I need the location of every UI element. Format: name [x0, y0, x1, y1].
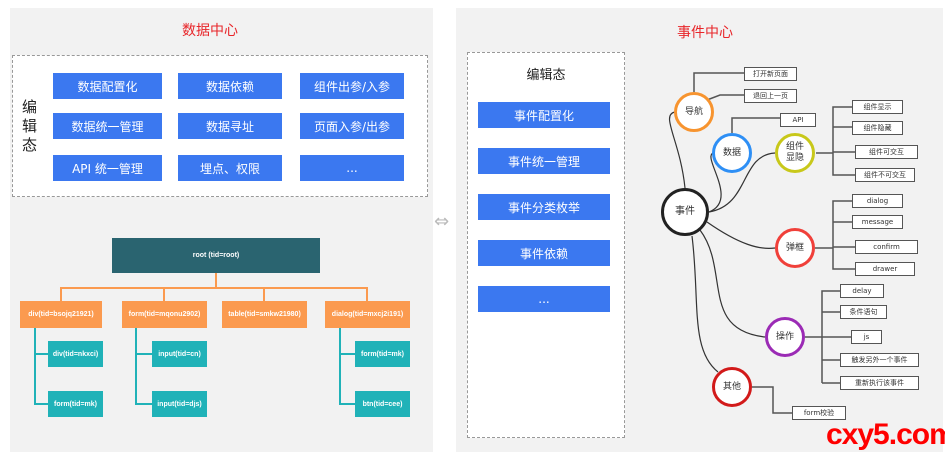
mindmap-leaf: js: [851, 330, 882, 344]
data-edit-label: 编辑态: [22, 98, 38, 154]
watermark: cxy5.com: [826, 418, 945, 451]
mindmap-leaf: 打开新页面: [744, 67, 797, 81]
tree-node: input(tid=djs): [152, 391, 207, 417]
component-tree-lines: [34, 273, 368, 405]
mindmap-leaf: drawer: [855, 262, 915, 276]
mindmap-leaf: form校验: [792, 406, 846, 420]
mindmap-leaf: 条件语句: [840, 305, 887, 319]
mindmap-leaf: 退回上一页: [744, 89, 797, 103]
data-feature-button[interactable]: 数据配置化: [53, 73, 162, 99]
mindmap-leaf: 组件显示: [852, 100, 903, 114]
data-feature-button[interactable]: 页面入参/出参: [300, 113, 404, 139]
mindmap-node: 导航: [674, 92, 714, 132]
tree-node: form(tid=mqonu2902): [122, 301, 207, 328]
event-feature-button[interactable]: 事件依赖: [478, 240, 610, 266]
event-edit-label: 编辑态: [526, 68, 566, 83]
data-feature-button[interactable]: ...: [300, 155, 404, 181]
tree-node: table(tid=smkw21980): [222, 301, 307, 328]
tree-node: btn(tid=cee): [355, 391, 410, 417]
mindmap-leaf: message: [852, 215, 903, 229]
mindmap-node: 其他: [712, 367, 752, 407]
tree-node: div(tid=bsojq21921): [20, 301, 102, 328]
data-feature-button[interactable]: API 统一管理: [53, 155, 162, 181]
mindmap-center: 事件: [661, 188, 709, 236]
tree-root: root (tid=root): [112, 238, 320, 273]
event-feature-button[interactable]: ...: [478, 286, 610, 312]
tree-node: input(tid=cn): [152, 341, 207, 367]
event-feature-button[interactable]: 事件统一管理: [478, 148, 610, 174]
mindmap-leaf: 触发另外一个事件: [840, 353, 919, 367]
mindmap-leaf: 组件可交互: [855, 145, 918, 159]
mindmap-node: 弹框: [775, 228, 815, 268]
tree-node: form(tid=mk): [355, 341, 410, 367]
event-feature-button[interactable]: 事件分类枚举: [478, 194, 610, 220]
mindmap-leaf: confirm: [855, 240, 918, 254]
event-feature-button[interactable]: 事件配置化: [478, 102, 610, 128]
data-center-title: 数据中心: [182, 23, 238, 39]
bidirectional-arrow-icon: ⇔: [434, 211, 450, 232]
mindmap-node: 操作: [765, 317, 805, 357]
mindmap-leaf: API: [780, 113, 816, 127]
mindmap-leaf: delay: [840, 284, 884, 298]
mindmap-node: 组件显隐: [775, 133, 815, 173]
data-feature-button[interactable]: 组件出参/入参: [300, 73, 404, 99]
data-feature-button[interactable]: 数据依赖: [178, 73, 282, 99]
tree-node: div(tid=nkxci): [48, 341, 103, 367]
mindmap-leaf: 组件不可交互: [855, 168, 915, 182]
event-center-title: 事件中心: [677, 25, 733, 41]
tree-node: form(tid=mk): [48, 391, 103, 417]
tree-node: dialog(tid=mxcj2i191): [325, 301, 410, 328]
mindmap-leaf: 重新执行该事件: [840, 376, 919, 390]
mindmap-leaf: dialog: [852, 194, 903, 208]
data-feature-button[interactable]: 埋点、权限: [178, 155, 282, 181]
data-feature-button[interactable]: 数据统一管理: [53, 113, 162, 139]
mindmap-leaf: 组件隐藏: [852, 121, 903, 135]
mindmap-node: 数据: [712, 133, 752, 173]
data-feature-button[interactable]: 数据寻址: [178, 113, 282, 139]
